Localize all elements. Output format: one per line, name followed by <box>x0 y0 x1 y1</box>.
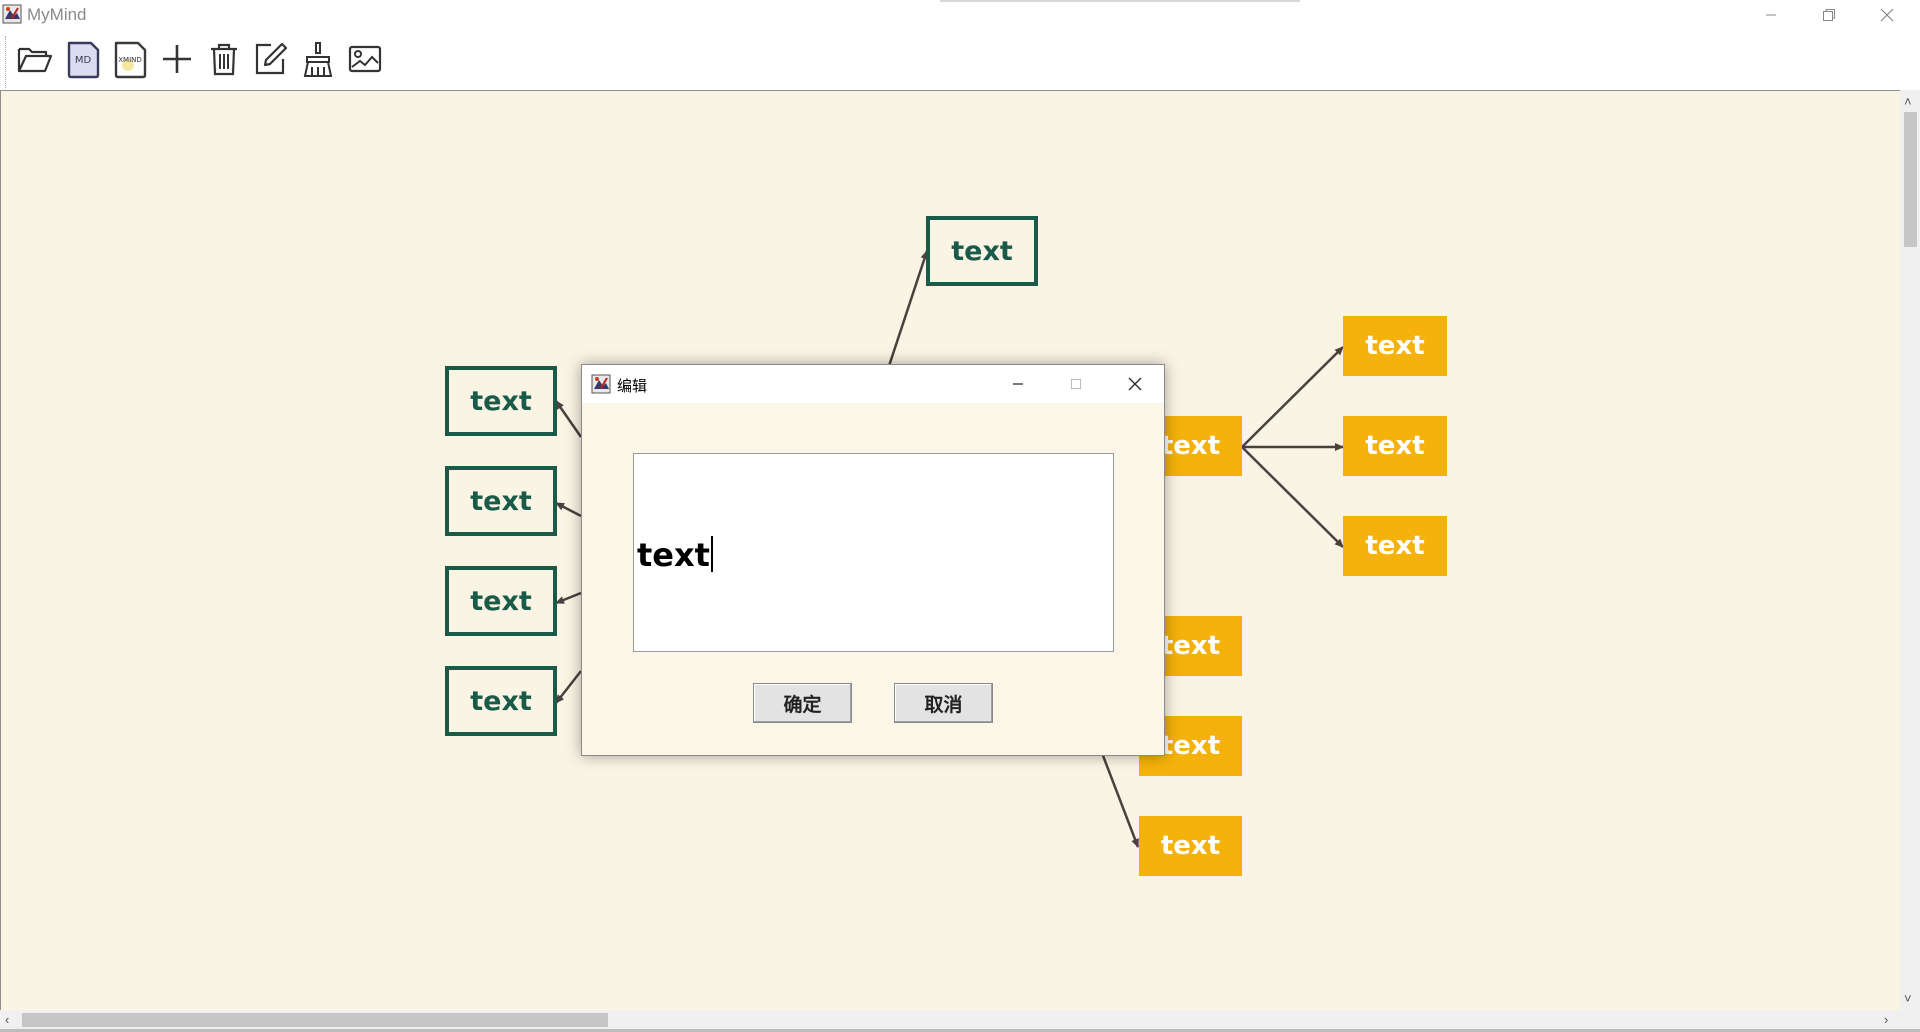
mindmap-node-left-2[interactable]: text <box>445 466 557 536</box>
confirm-button[interactable]: 确定 <box>753 683 852 723</box>
mindmap-node-left-4[interactable]: text <box>445 666 557 736</box>
window-shadow-edge <box>940 0 1300 2</box>
mindmap-node-left-3[interactable]: text <box>445 566 557 636</box>
window-title: MyMind <box>27 5 87 24</box>
close-icon <box>1128 377 1142 391</box>
dialog-minimize-button[interactable] <box>989 365 1047 403</box>
dialog-maximize-button <box>1047 365 1105 403</box>
node-text-value: text <box>637 536 713 574</box>
edit-node-button[interactable] <box>251 39 291 79</box>
vertical-scroll-thumb[interactable] <box>1904 112 1917 247</box>
toolbar-grip[interactable] <box>5 36 7 88</box>
export-image-button[interactable] <box>345 39 385 79</box>
dialog-app-icon <box>591 374 611 394</box>
dialog-title-bar[interactable]: 编辑 <box>582 365 1164 403</box>
scroll-right-icon[interactable]: › <box>1884 1012 1889 1027</box>
text-caret <box>710 536 713 572</box>
mindmap-node-child-3[interactable]: text <box>1343 516 1447 576</box>
close-button[interactable] <box>1858 0 1916 29</box>
cancel-button[interactable]: 取消 <box>894 683 993 723</box>
minimize-icon <box>1013 383 1023 385</box>
status-strip <box>0 1029 1920 1032</box>
export-md-button[interactable]: MD <box>63 39 103 79</box>
minimize-button[interactable] <box>1742 0 1800 29</box>
open-folder-icon <box>17 47 53 73</box>
mindmap-node-child-1[interactable]: text <box>1343 316 1447 376</box>
restore-icon <box>1823 8 1835 21</box>
image-icon <box>348 45 382 73</box>
dialog-close-button[interactable] <box>1106 365 1164 403</box>
delete-icon <box>211 43 237 76</box>
mindmap-node-top[interactable]: text <box>926 216 1038 286</box>
mindmap-node-child-2[interactable]: text <box>1343 416 1447 476</box>
toolbar: MD XMIND <box>0 30 1920 90</box>
maximize-icon <box>1071 379 1081 389</box>
delete-node-button[interactable] <box>204 39 244 79</box>
horizontal-scroll-thumb[interactable] <box>22 1013 608 1027</box>
add-node-button[interactable] <box>157 39 197 79</box>
dialog-title: 编辑 <box>617 378 648 395</box>
md-file-icon: MD <box>67 41 100 79</box>
title-bar: MyMind <box>0 0 1920 29</box>
open-button[interactable] <box>15 39 55 79</box>
svg-text:MD: MD <box>75 55 92 66</box>
scrollbar-corner <box>1900 1010 1920 1029</box>
clean-icon <box>303 42 333 77</box>
horizontal-scrollbar[interactable]: ‹ › <box>0 1010 1900 1029</box>
mindmap-node-right-4[interactable]: text <box>1139 816 1242 876</box>
scroll-down-icon[interactable]: ˅ <box>1904 991 1912 1006</box>
edit-icon <box>255 42 288 75</box>
scroll-left-icon[interactable]: ‹ <box>5 1012 10 1027</box>
app-icon <box>2 4 22 24</box>
add-icon <box>163 45 191 73</box>
node-text-input[interactable]: text <box>633 453 1114 652</box>
mindmap-node-left-1[interactable]: text <box>445 366 557 436</box>
clean-button[interactable] <box>298 39 338 79</box>
export-xmind-button[interactable]: XMIND <box>110 39 150 79</box>
close-icon <box>1880 8 1894 21</box>
mindmap-edges <box>554 250 1344 848</box>
node-text-content: text <box>637 536 710 574</box>
restore-button[interactable] <box>1800 0 1858 29</box>
svg-text:XMIND: XMIND <box>118 56 142 64</box>
scroll-up-icon[interactable]: ˄ <box>1904 94 1912 109</box>
edit-dialog: 编辑 text 确定 取消 <box>581 364 1165 756</box>
vertical-scrollbar[interactable]: ˄ ˅ <box>1900 90 1920 1010</box>
xmind-file-icon: XMIND <box>114 41 147 79</box>
minimize-icon <box>1766 14 1776 15</box>
